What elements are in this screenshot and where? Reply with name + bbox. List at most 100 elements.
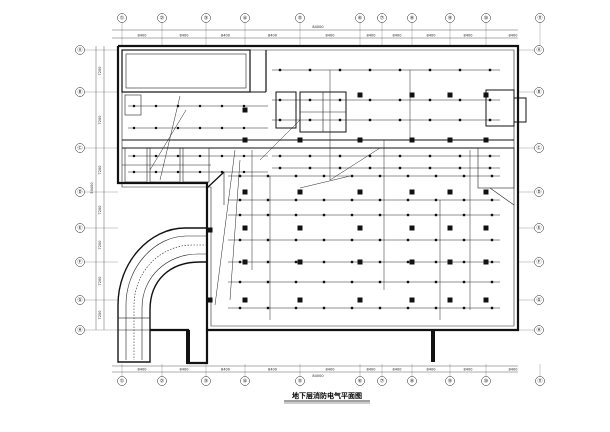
axis-bubble <box>75 223 85 233</box>
axis-bubble <box>534 45 544 55</box>
emergency-light <box>458 68 462 72</box>
emergency-light <box>434 238 438 242</box>
axis-label: ⑦ <box>380 15 385 21</box>
emergency-light <box>294 198 298 202</box>
emergency-light <box>176 154 180 158</box>
emergency-light <box>322 280 326 284</box>
emergency-light <box>462 238 466 242</box>
axis-label: Ⓓ <box>536 188 541 195</box>
emergency-light <box>132 154 136 158</box>
emergency-light <box>238 198 242 202</box>
axis-label: ① <box>120 378 125 384</box>
emergency-light <box>176 170 180 174</box>
emergency-light <box>350 213 354 217</box>
axis-bubble <box>535 376 545 386</box>
axis-bubble <box>534 143 544 153</box>
small-room <box>124 147 148 183</box>
emergency-light <box>338 68 342 72</box>
emergency-light <box>406 280 410 284</box>
structural-column <box>483 297 489 303</box>
emergency-light <box>242 104 246 108</box>
axis-label: Ⓑ <box>536 88 541 95</box>
wall-line <box>489 187 515 206</box>
feeder-line <box>299 175 351 189</box>
emergency-light <box>266 174 270 178</box>
emergency-light <box>462 213 466 217</box>
axis-bubble <box>75 257 85 267</box>
emergency-light <box>198 104 202 108</box>
column-stub <box>186 330 190 364</box>
emergency-light <box>458 154 462 158</box>
structural-column <box>297 225 303 231</box>
emergency-light <box>378 238 382 242</box>
structural-column <box>409 189 415 195</box>
emergency-light <box>406 306 410 310</box>
structural-column <box>357 225 363 231</box>
axis-label: ⑥ <box>358 15 363 21</box>
emergency-light <box>406 198 410 202</box>
axis-bubble <box>377 13 387 23</box>
feeder-line <box>229 159 241 301</box>
axis-bubble <box>201 13 211 23</box>
axis-bubble <box>240 376 250 386</box>
emergency-light <box>490 198 494 202</box>
axis-label: Ⓐ <box>536 46 541 53</box>
axis-label: ⑧ <box>410 15 415 21</box>
structural-column <box>357 137 363 143</box>
column-stub <box>431 330 435 362</box>
emergency-light <box>198 126 202 130</box>
emergency-light <box>490 174 494 178</box>
emergency-light <box>238 260 242 264</box>
emergency-light <box>266 213 270 217</box>
emergency-light <box>368 98 372 102</box>
feeder-line <box>214 149 236 306</box>
emergency-light <box>294 238 298 242</box>
emergency-light <box>322 238 326 242</box>
dimension-text: 7200 <box>98 166 102 175</box>
emergency-light <box>378 260 382 264</box>
emergency-light <box>322 306 326 310</box>
axis-bubble <box>240 13 250 23</box>
axis-bubble <box>377 376 387 386</box>
emergency-light <box>322 213 326 217</box>
emergency-light <box>490 306 494 310</box>
emergency-light <box>488 118 492 122</box>
emergency-light <box>308 118 312 122</box>
structural-column <box>409 297 415 303</box>
emergency-light <box>490 213 494 217</box>
emergency-light <box>428 98 432 102</box>
ramp-hatch <box>133 244 207 360</box>
axis-bubble <box>534 325 544 335</box>
axis-label: ⑩ <box>484 15 489 21</box>
structural-column <box>207 297 213 303</box>
dimension-text: 8400 <box>180 368 189 372</box>
dimension-total: 84000 <box>312 374 323 378</box>
emergency-light <box>458 98 462 102</box>
axis-label: ② <box>160 15 165 21</box>
axis-bubble <box>534 187 544 197</box>
emergency-light <box>462 198 466 202</box>
emergency-light <box>220 154 224 158</box>
ramp-mid <box>141 253 207 360</box>
emergency-light <box>434 280 438 284</box>
dimension-text: 7200 <box>98 116 102 125</box>
emergency-light <box>220 104 224 108</box>
emergency-light <box>368 68 372 72</box>
outer-wall <box>118 44 520 365</box>
emergency-light <box>350 174 354 178</box>
feeder-line <box>149 109 187 171</box>
structural-column <box>297 189 303 195</box>
structural-column <box>242 297 248 303</box>
emergency-light <box>322 260 326 264</box>
small-room <box>149 147 181 183</box>
axis-bubble <box>355 376 365 386</box>
emergency-light <box>434 174 438 178</box>
emergency-light <box>490 238 494 242</box>
axis-bubble <box>75 295 85 305</box>
emergency-light <box>132 104 136 108</box>
axis-label: ④ <box>243 15 248 21</box>
structural-column <box>242 107 248 113</box>
structural-column <box>409 137 415 143</box>
